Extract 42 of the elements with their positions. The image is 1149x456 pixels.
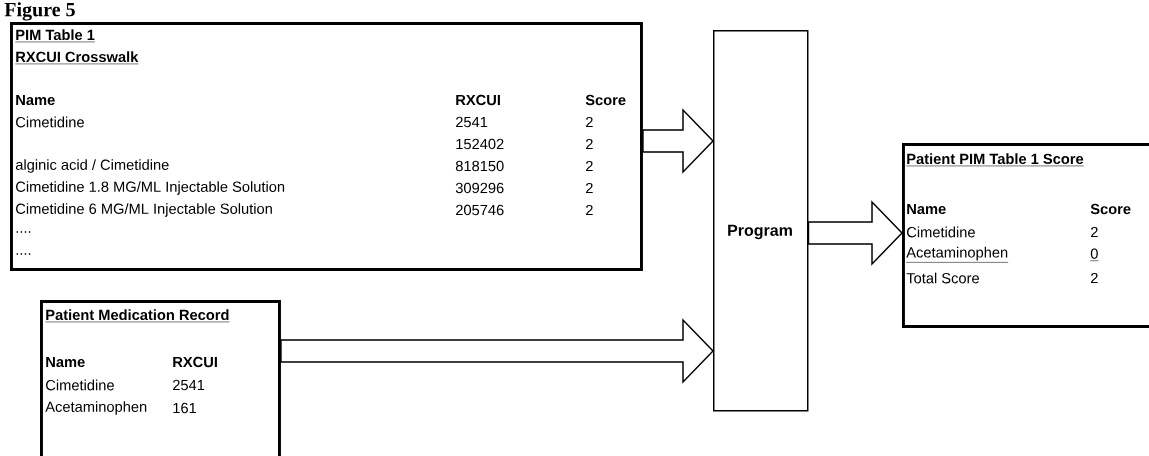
- block-arrow: [280, 318, 715, 384]
- table-heading: Patient PIM Table 1 Score: [906, 153, 1084, 167]
- table-cell: 0: [1090, 248, 1099, 261]
- table-heading: PIM Table 1: [15, 29, 96, 43]
- column-header: Name: [16, 94, 55, 106]
- table-cell: Cimetidine: [907, 226, 975, 238]
- table-cell: 2: [1091, 226, 1098, 238]
- table-cell: Cimetidine 1.8 MG/ML Injectable Solution: [16, 181, 285, 195]
- table-cell: Total Score: [906, 272, 979, 284]
- table-cell: 2: [586, 160, 593, 172]
- table-cell: 2: [586, 182, 593, 194]
- table-cell: 818150: [455, 160, 504, 172]
- table-cell: ....: [16, 231, 31, 233]
- table-cell: 309296: [455, 182, 504, 194]
- table-cell: 2: [586, 138, 593, 150]
- block-arrow: [642, 108, 715, 174]
- table-cell: 2541: [173, 379, 205, 391]
- block-arrow: [807, 200, 904, 266]
- table-cell: 2: [586, 204, 593, 216]
- table-cell: Cimetidine: [46, 379, 114, 391]
- table-cell: Acetaminophen: [906, 246, 1009, 263]
- table-cell: 205746: [456, 204, 504, 216]
- table-cell: 161: [173, 402, 197, 414]
- table-cell: 152402: [456, 138, 504, 150]
- column-header: Score: [585, 94, 626, 106]
- table-cell: 2: [586, 116, 593, 128]
- column-header: RXCUI: [456, 94, 500, 106]
- column-header: Score: [1090, 203, 1131, 215]
- figure-title: Figure 5: [4, 2, 75, 21]
- table-cell: alginic acid / Cimetidine: [15, 159, 169, 173]
- column-header: Name: [46, 356, 85, 368]
- table-cell: Cimetidine 6 MG/ML Injectable Solution: [16, 203, 272, 217]
- column-header: RXCUI: [173, 356, 217, 368]
- table-cell: ....: [16, 253, 31, 255]
- table-cell: Cimetidine: [16, 116, 84, 128]
- table-heading: Patient Medication Record: [45, 309, 230, 323]
- table-cell: 2541: [456, 116, 488, 128]
- table-cell: Acetaminophen: [45, 401, 147, 415]
- column-header: Name: [907, 203, 946, 215]
- box-label: Program: [728, 224, 792, 240]
- table-heading: RXCUI Crosswalk: [15, 51, 139, 65]
- table-cell: 2: [1091, 272, 1098, 284]
